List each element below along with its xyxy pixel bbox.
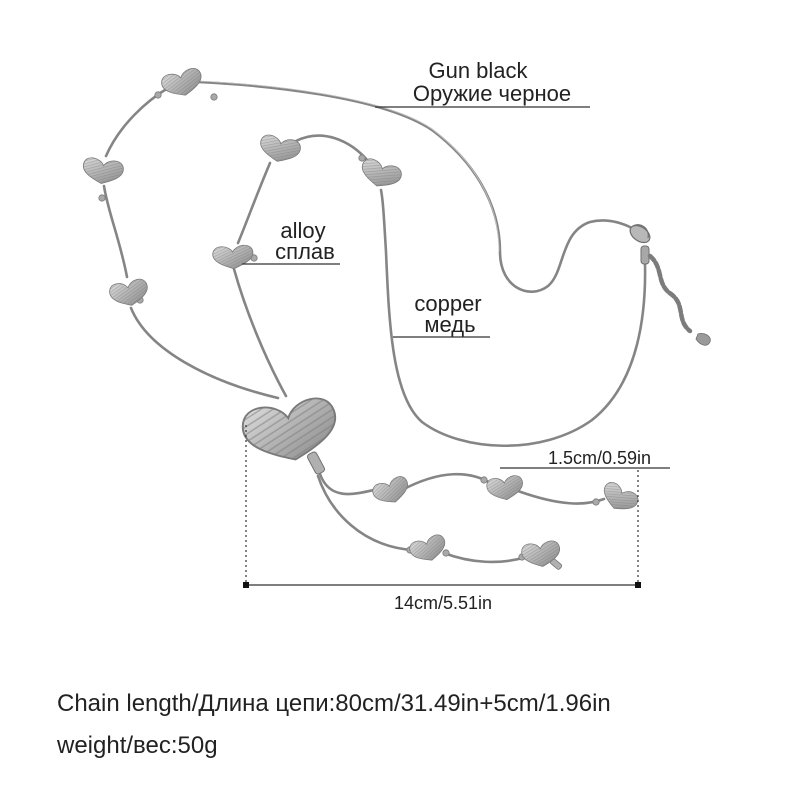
finish-label-en: Gun black [428,58,528,83]
heart-charm [107,277,151,310]
tassel-heart [485,474,526,503]
alloy-annotation: alloy сплав [242,218,340,265]
chain-length-spec: Chain length/Длина цепи:80cm/31.49in+5cm… [57,690,611,717]
spacer-bead [154,91,162,99]
specifications: Chain length/Длина цепи:80cm/31.49in+5cm… [56,690,611,759]
chain-segment [236,161,272,245]
heart-charm [257,132,303,166]
chain [102,80,647,564]
tassel-strand-upper [516,489,606,505]
extender-drop [695,333,711,346]
tassel-strand-lower [442,551,528,564]
chain-segment [232,267,288,398]
finish-label-ru: Оружие черное [413,81,571,106]
chain-segment [196,80,634,293]
lobster-clasp [629,224,651,265]
spacer-bead [210,93,218,101]
drop-height-label: 1.5cm/0.59in [548,448,651,468]
copper-label-ru: медь [424,312,475,337]
heart-charm [211,244,255,271]
spacer-bead [592,498,600,506]
weight-spec: weight/вес:50g [56,732,218,759]
tassel-strand-upper [318,472,380,496]
tassel-strand-lower [316,474,414,552]
heart-charm [159,66,206,101]
pendant-bail [306,451,326,475]
tassel-heart [370,474,413,509]
copper-annotation: copper медь [393,291,490,338]
spacer-bead [98,194,106,202]
spacer-bead [480,476,488,484]
finish-annotation: Gun black Оружие черное [375,58,590,108]
dimension-end-marker [635,582,641,588]
copper-label-en: copper [414,291,481,316]
tassel-strand-upper [400,472,494,492]
spacer-bead [442,549,450,557]
chain-segment [102,184,129,279]
chain-segment [379,188,647,448]
dimension-annotations: 1.5cm/0.59in 14cm/5.51in [243,425,670,613]
heart-charm [357,156,404,193]
alloy-label-en: alloy [280,218,325,243]
drop-length-label: 14cm/5.51in [394,593,492,613]
chain-segment [104,86,170,158]
pendant-heart [238,394,343,469]
tassel-heart [407,532,450,567]
spacer-bead [358,154,366,162]
dimension-end-marker [243,582,249,588]
chain-segment [129,306,280,400]
extender-chain [647,253,711,346]
alloy-label-ru: сплав [275,239,335,264]
chain-segment [294,134,370,163]
spacer-beads [98,91,600,561]
heart-charm [80,156,125,187]
